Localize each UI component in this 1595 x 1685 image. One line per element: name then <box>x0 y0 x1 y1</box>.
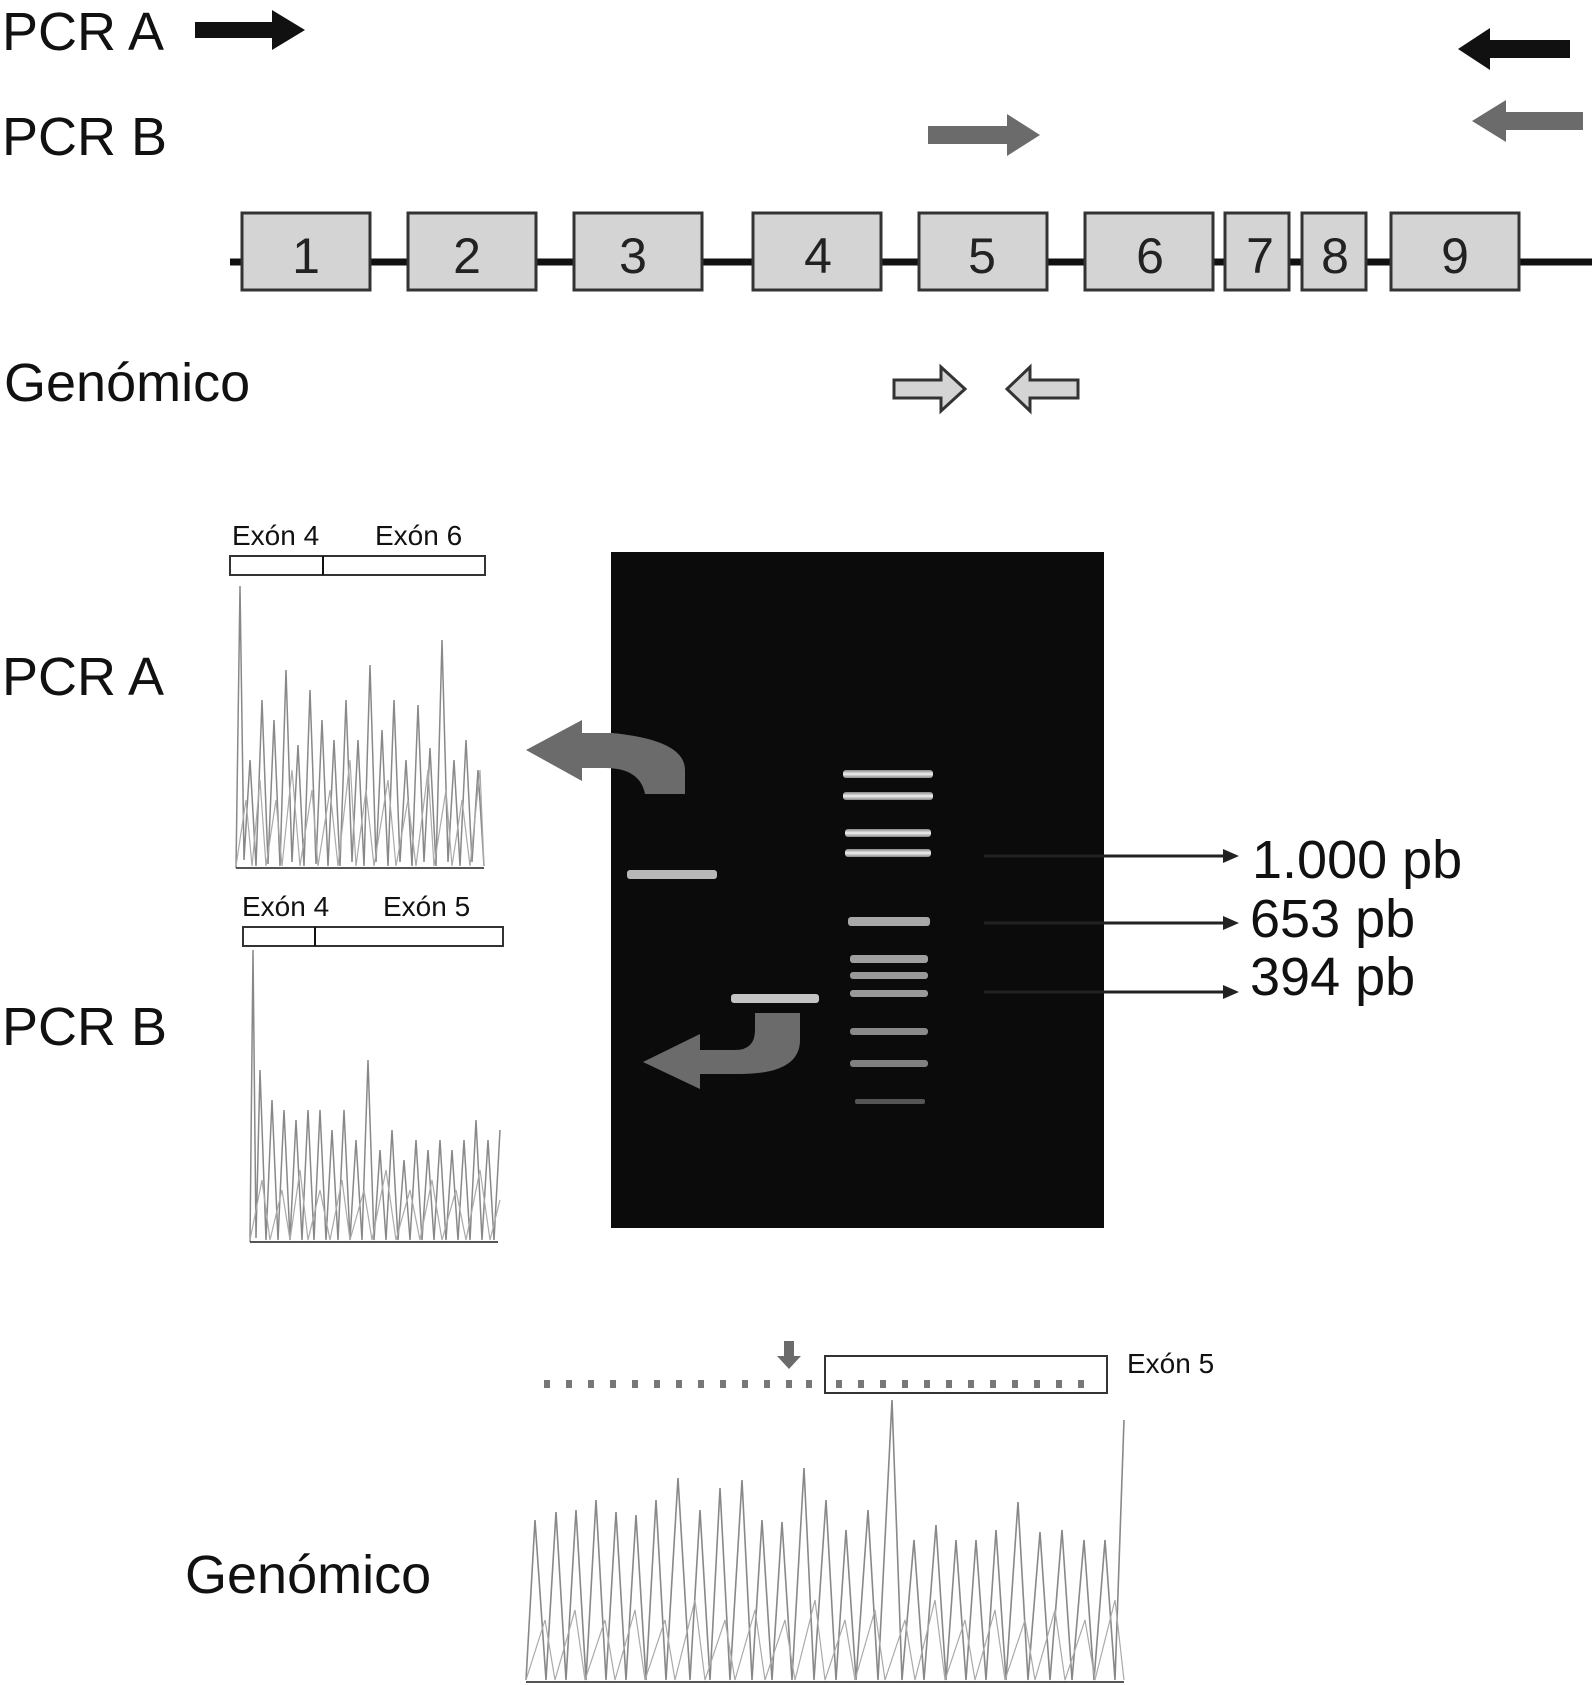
ladder-band <box>850 1060 928 1067</box>
size-marker-653: 653 pb <box>1250 889 1416 949</box>
gel-background <box>611 552 1104 1228</box>
pcr-b-band <box>731 994 819 1003</box>
ladder-band <box>850 955 928 963</box>
ladder-band <box>850 972 928 979</box>
exon-2: 2 <box>406 211 538 292</box>
pcr-b-exon4-label: Exón 4 <box>242 891 330 922</box>
genomic-trace <box>525 1399 1125 1681</box>
exon-3-number: 3 <box>619 228 647 284</box>
pcr-a-sequence-bar <box>229 555 486 576</box>
exon-5: 5 <box>917 211 1049 292</box>
exon-7: 7 <box>1223 211 1291 292</box>
size-marker-arrows <box>984 849 1239 999</box>
pcr-a-curved-arrow <box>526 720 685 794</box>
pcr-b-sequence-bar <box>242 926 504 947</box>
pcr-b-curved-arrow <box>643 1013 800 1089</box>
pcr-b-trace-2 <box>249 1169 501 1241</box>
ladder-band <box>850 1028 928 1035</box>
exon-9: 9 <box>1389 211 1521 292</box>
size-marker-1000: 1.000 pb <box>1252 830 1463 890</box>
pcr-b-reverse-primer-arrow <box>1472 100 1583 142</box>
pcr-a-chromatogram <box>229 555 486 869</box>
exon-6-number: 6 <box>1136 228 1164 284</box>
exon-8-number: 8 <box>1321 228 1349 284</box>
ladder-band <box>845 849 931 857</box>
exon-9-number: 9 <box>1441 228 1469 284</box>
ladder-band <box>855 1099 925 1104</box>
genomic-chromatogram <box>525 1341 1125 1683</box>
exon-5-number: 5 <box>968 228 996 284</box>
pcr-a-forward-primer-arrow <box>195 10 305 50</box>
pcr-a-exon6-label: Exón 6 <box>375 520 463 551</box>
exon-7-number: 7 <box>1246 228 1274 284</box>
exon-3: 3 <box>572 211 704 292</box>
genomic-sequence-letters <box>544 1380 1084 1388</box>
pcr-b-forward-primer-arrow <box>928 114 1040 156</box>
exon-4-number: 4 <box>804 228 832 284</box>
pcr-b-primer-label: PCR B <box>2 107 168 167</box>
pcr-b-trace <box>249 949 501 1243</box>
genomic-sequencing-label: Genómico <box>185 1545 432 1605</box>
pcr-b-chromatogram <box>242 926 504 1243</box>
agarose-gel <box>526 552 1104 1228</box>
genomic-reverse-primer-arrow <box>1004 363 1080 415</box>
size-marker-394: 394 pb <box>1250 947 1416 1007</box>
genomic-exon5-label: Exón 5 <box>1127 1348 1215 1379</box>
pcr-a-trace-2 <box>235 759 485 867</box>
exon-6: 6 <box>1083 211 1215 292</box>
pcr-a-band <box>627 870 717 879</box>
pcr-b-exon5-label: Exón 5 <box>383 891 471 922</box>
genomic-exon5-box <box>824 1355 1108 1394</box>
exon-2-number: 2 <box>453 228 481 284</box>
exon-8: 8 <box>1300 211 1368 292</box>
genomic-primer-label: Genómico <box>4 353 251 413</box>
ladder-band <box>843 770 933 778</box>
ladder-band <box>845 829 931 837</box>
ladder-band <box>850 990 928 997</box>
pcr-a-primer-label: PCR A <box>2 2 165 62</box>
pcr-a-exon4-label: Exón 4 <box>232 520 320 551</box>
ladder-band <box>843 792 933 800</box>
pcr-b-sequencing-label: PCR B <box>2 997 168 1057</box>
genomic-trace-2 <box>525 1599 1125 1681</box>
mutation-marker-arrow <box>777 1341 801 1369</box>
exon-1: 1 <box>240 211 372 292</box>
pcr-a-sequencing-label: PCR A <box>2 647 165 707</box>
exon-1-number: 1 <box>292 228 320 284</box>
genomic-forward-primer-arrow <box>892 363 968 415</box>
pcr-a-trace <box>235 585 485 869</box>
ladder-band <box>848 917 930 926</box>
exon-4: 4 <box>751 211 883 292</box>
ladder-lane <box>843 770 933 1104</box>
pcr-a-reverse-primer-arrow <box>1458 28 1570 70</box>
